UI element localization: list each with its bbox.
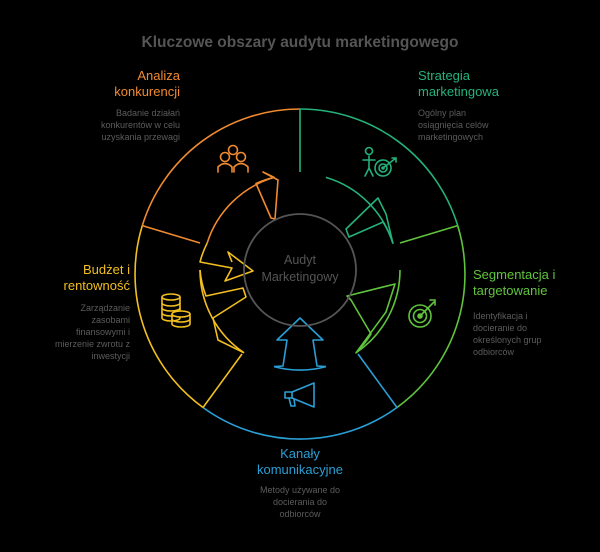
inner-segment-analiza xyxy=(206,176,275,244)
inner-segment-segmentacja xyxy=(355,269,401,354)
outer-segment-segmentacja xyxy=(396,225,466,409)
separator-kanaly-budzet xyxy=(202,353,243,408)
inner-segment-kanaly xyxy=(273,365,327,371)
separator-budzet-analiza xyxy=(142,224,201,244)
inner-segment-strategia xyxy=(325,176,394,244)
coins-icon xyxy=(161,293,191,328)
outer-segment-strategia xyxy=(299,108,459,226)
diagram-title: Kluczowe obszary audytu marketingowego xyxy=(141,34,459,51)
center-label-line2: Marketingowy xyxy=(261,270,339,284)
inner-segment-budzet xyxy=(199,269,245,354)
arrow-analiza xyxy=(255,171,279,220)
arrow-budzet xyxy=(199,269,247,354)
outer-segment-kanaly xyxy=(202,406,398,440)
desc-segmentacja: Identyfikacja i docieranie do określonyc… xyxy=(473,311,542,357)
arrow-budzet-head xyxy=(199,242,254,282)
arrow-kanaly xyxy=(273,317,327,368)
label-segmentacja: Segmentacja i targetowanie xyxy=(473,267,556,298)
desc-analiza: Badanie działań konkurentów w celu uzysk… xyxy=(100,108,180,142)
arrow-segmentacja xyxy=(346,283,396,354)
center-label-line1: Audyt xyxy=(284,253,316,267)
desc-strategia: Ogólny plan osiągnięcia celów marketingo… xyxy=(418,108,489,142)
outer-segment-budzet xyxy=(134,225,204,409)
separator-strategia-segmentacja xyxy=(399,224,458,244)
target-icon xyxy=(408,299,436,328)
label-kanaly: Kanały komunikacyjne xyxy=(257,446,343,477)
label-budzet: Budżet i rentowność xyxy=(63,262,130,293)
label-analiza: Analiza konkurencji xyxy=(114,68,180,99)
center-circle xyxy=(243,213,357,327)
goal-person-icon xyxy=(362,146,397,177)
arrow-strategia xyxy=(345,197,394,244)
megaphone-icon xyxy=(284,382,315,408)
separator-segmentacja-kanaly xyxy=(357,353,398,408)
desc-kanaly: Metody używane do docierania do odbiorcó… xyxy=(259,485,341,519)
outer-segment-analiza xyxy=(141,108,301,226)
desc-budzet: Zarządzanie zasobami finansowymi i mierz… xyxy=(54,303,130,361)
people-icon xyxy=(217,144,249,173)
label-strategia: Strategia marketingowa xyxy=(418,68,499,99)
